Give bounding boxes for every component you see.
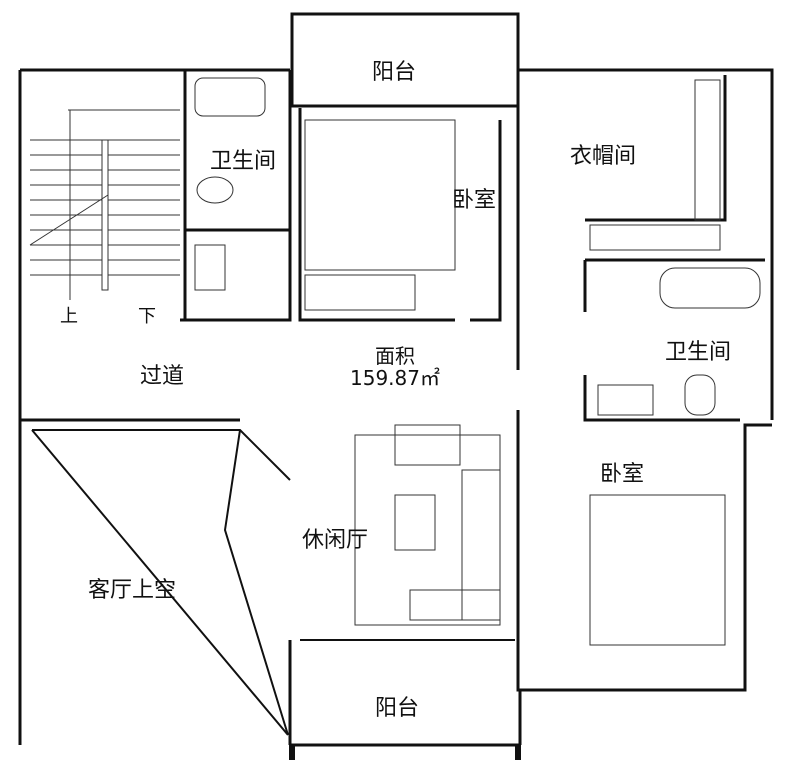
room-label-living-void: 客厅上空 [88,578,177,603]
room-label-balcony-bottom: 阳台 [375,696,420,721]
coffee-table [394,494,436,551]
bedroom-top-walls [298,108,502,322]
bathroom-left-walls [183,70,290,320]
armchair [394,424,461,466]
room-label-balcony-top: 阳台 [372,60,417,85]
void-lines [31,429,291,736]
room-label-bathroom-left: 卫生间 [210,149,277,174]
right-walls [516,68,774,692]
bathtub-left [194,77,266,117]
room-label-corridor: 过道 [140,364,185,389]
wardrobe-top [304,274,416,311]
stair-down-label: 下 [138,306,156,327]
wardrobe-cloak [694,79,721,221]
sofa [461,469,501,621]
stairs [29,109,180,300]
room-label-bathroom-right: 卫生间 [665,340,732,365]
room-label-cloakroom: 衣帽间 [570,144,637,169]
lower-walls [18,418,522,747]
stair-walls [18,68,292,420]
area-value: 159.87㎡ [350,366,440,390]
bathroom-right-walls [583,258,765,422]
toilet [684,374,716,416]
lounge-rug [354,434,501,626]
room-label-bedroom-top: 卧室 [452,188,497,213]
room-label-lounge: 休闲厅 [302,528,369,553]
sink-left [194,244,226,291]
toilet-left [196,176,234,204]
balcony-top-walls [290,12,520,108]
room-label-bedroom-right: 卧室 [600,462,645,487]
cloakroom-walls [585,75,727,222]
bed-right [589,494,726,646]
area-info: 面积 159.87㎡ [340,345,450,389]
window-posts [289,745,521,760]
bathtub [659,267,761,309]
area-label: 面积 [375,344,415,368]
bed-top [304,119,456,271]
stair-up-label: 上 [60,306,78,327]
